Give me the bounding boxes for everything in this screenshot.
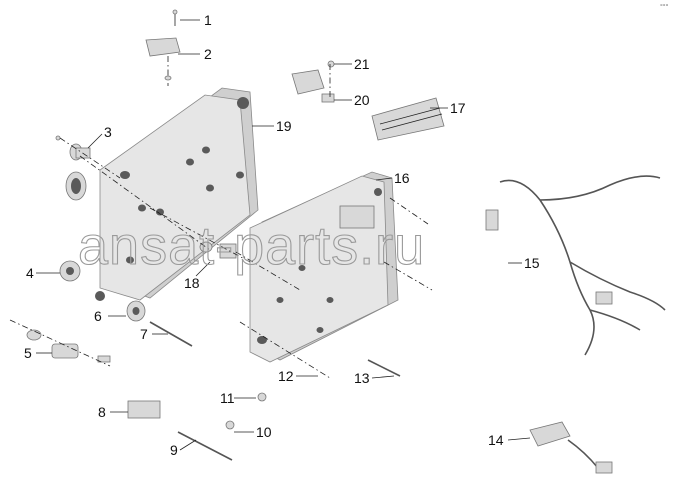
part-21-screw xyxy=(327,60,335,68)
callout-19: 19 xyxy=(276,118,292,134)
callout-1: 1 xyxy=(204,12,212,28)
callout-17: 17 xyxy=(450,100,466,116)
part-17-label xyxy=(371,97,445,141)
callout-6: 6 xyxy=(94,308,102,324)
leader-lines xyxy=(36,19,531,451)
callout-11: 11 xyxy=(220,390,235,406)
callout-13: 13 xyxy=(354,370,370,386)
callout-18: 18 xyxy=(184,275,200,291)
callout-3: 3 xyxy=(104,124,112,140)
part-6-washer xyxy=(126,300,146,322)
part-3-fitting xyxy=(55,135,91,161)
part-2-bracket xyxy=(145,37,181,86)
callout-7: 7 xyxy=(140,326,148,342)
callout-labels: 1 2 3 4 5 6 7 8 9 10 11 12 13 14 15 16 1… xyxy=(24,12,540,458)
part-5-sensor xyxy=(9,319,111,367)
mounting-plate-left xyxy=(65,87,259,301)
callout-12: 12 xyxy=(278,368,294,384)
part-13-bolt xyxy=(367,359,401,377)
callout-21: 21 xyxy=(354,56,370,72)
callout-20: 20 xyxy=(354,92,370,108)
part-10-screw xyxy=(225,420,235,430)
watermark-text: ansat-parts.ru xyxy=(78,216,425,276)
callout-2: 2 xyxy=(204,46,212,62)
assembly-axis-lines xyxy=(59,64,433,291)
part-8-label-plate xyxy=(127,400,161,419)
part-15-wiring-harness xyxy=(485,175,666,356)
part-12-bolt xyxy=(239,321,331,379)
callout-9: 9 xyxy=(170,442,178,458)
part-20-relay xyxy=(291,69,335,103)
callout-10: 10 xyxy=(256,424,272,440)
corner-mark: °°° xyxy=(660,3,669,11)
part-11-screw xyxy=(257,392,267,402)
part-9-strap xyxy=(177,431,233,461)
ecu-plate-right xyxy=(249,171,399,363)
callout-8: 8 xyxy=(98,404,106,420)
callout-5: 5 xyxy=(24,345,32,361)
callout-15: 15 xyxy=(524,255,540,271)
callout-14: 14 xyxy=(488,432,504,448)
callout-16: 16 xyxy=(394,170,410,186)
callout-4: 4 xyxy=(26,265,34,281)
part-4-bushing xyxy=(59,260,81,282)
part-7-long-bolt xyxy=(149,321,193,347)
part-1-bolt xyxy=(172,9,178,26)
part-14-module xyxy=(529,421,613,474)
